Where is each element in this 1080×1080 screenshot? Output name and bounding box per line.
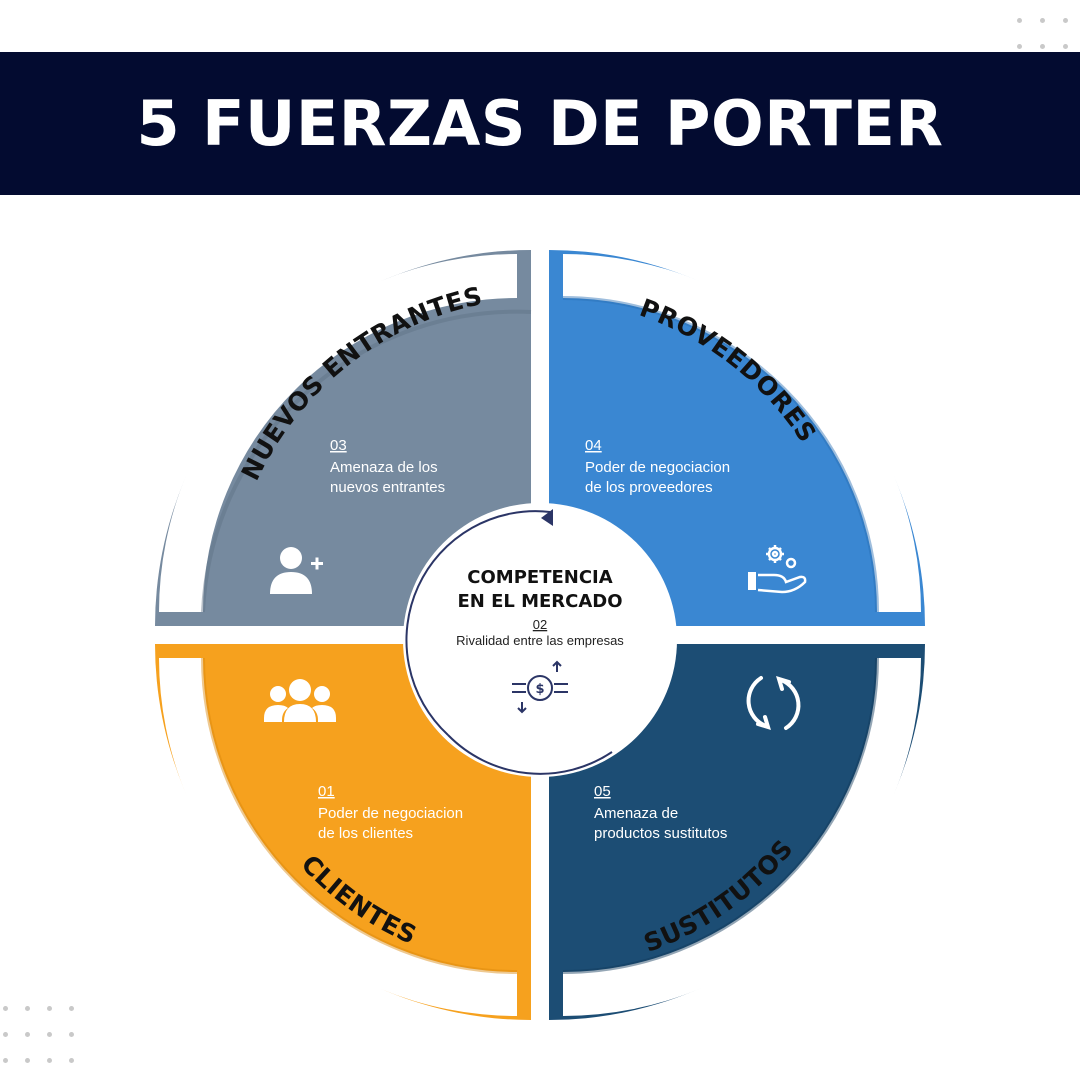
segment-clientes bbox=[155, 644, 531, 1020]
desc-sustitutos-line2: productos sustitutos bbox=[594, 825, 727, 842]
desc-proveedores-line1: Poder de negociacion bbox=[585, 459, 730, 476]
description-nuevos-entrantes: 03 Amenaza de los nuevos entrantes bbox=[330, 437, 445, 496]
center-title-line2: EN EL MERCADO bbox=[457, 591, 622, 612]
description-sustitutos: 05 Amenaza de productos sustitutos bbox=[594, 783, 727, 842]
title-banner: 5 FUERZAS DE PORTER bbox=[0, 52, 1080, 195]
center-number: 02 bbox=[533, 617, 547, 632]
add-user-icon bbox=[270, 547, 323, 594]
desc-nuevos-line2: nuevos entrantes bbox=[330, 479, 445, 496]
center-arrow-head bbox=[541, 509, 553, 526]
svg-text:$: $ bbox=[535, 682, 544, 697]
desc-nuevos-line1: Amenaza de los bbox=[330, 459, 438, 476]
segment-proveedores bbox=[549, 250, 925, 626]
group-icon bbox=[264, 679, 336, 722]
segment-sustitutos bbox=[549, 644, 925, 1020]
desc-sustitutos-line1: Amenaza de bbox=[594, 805, 678, 822]
desc-clientes-line2: de los clientes bbox=[318, 825, 413, 842]
number-sustitutos: 05 bbox=[594, 783, 611, 800]
page-title: 5 FUERZAS DE PORTER bbox=[136, 87, 944, 160]
segment-sustitutos-fill bbox=[549, 644, 925, 1020]
refresh-icon bbox=[746, 676, 801, 730]
hand-gears-icon bbox=[748, 545, 807, 594]
number-nuevos: 03 bbox=[330, 437, 347, 454]
money-exchange-icon: $ bbox=[512, 660, 568, 714]
center-circle bbox=[403, 503, 677, 777]
segment-proveedores-fill bbox=[549, 250, 925, 626]
segment-clientes-fill bbox=[155, 644, 531, 1020]
desc-proveedores-line2: de los proveedores bbox=[585, 479, 713, 496]
segment-clientes-band bbox=[159, 658, 517, 1016]
description-clientes: 01 Poder de negociacion de los clientes bbox=[318, 783, 463, 842]
number-proveedores: 04 bbox=[585, 437, 602, 454]
segment-nuevos-entrantes-band bbox=[159, 254, 517, 612]
number-clientes: 01 bbox=[318, 783, 335, 800]
segment-nuevos-entrantes bbox=[155, 250, 532, 626]
segment-proveedores-band bbox=[563, 254, 921, 612]
center-description: Rivalidad entre las empresas bbox=[456, 633, 624, 648]
description-proveedores: 04 Poder de negociacion de los proveedor… bbox=[585, 437, 730, 496]
desc-clientes-line1: Poder de negociacion bbox=[318, 805, 463, 822]
center-title-line1: COMPETENCIA bbox=[467, 567, 612, 588]
segment-nuevos-entrantes-fill bbox=[155, 250, 531, 626]
segment-sustitutos-band bbox=[563, 658, 921, 1016]
